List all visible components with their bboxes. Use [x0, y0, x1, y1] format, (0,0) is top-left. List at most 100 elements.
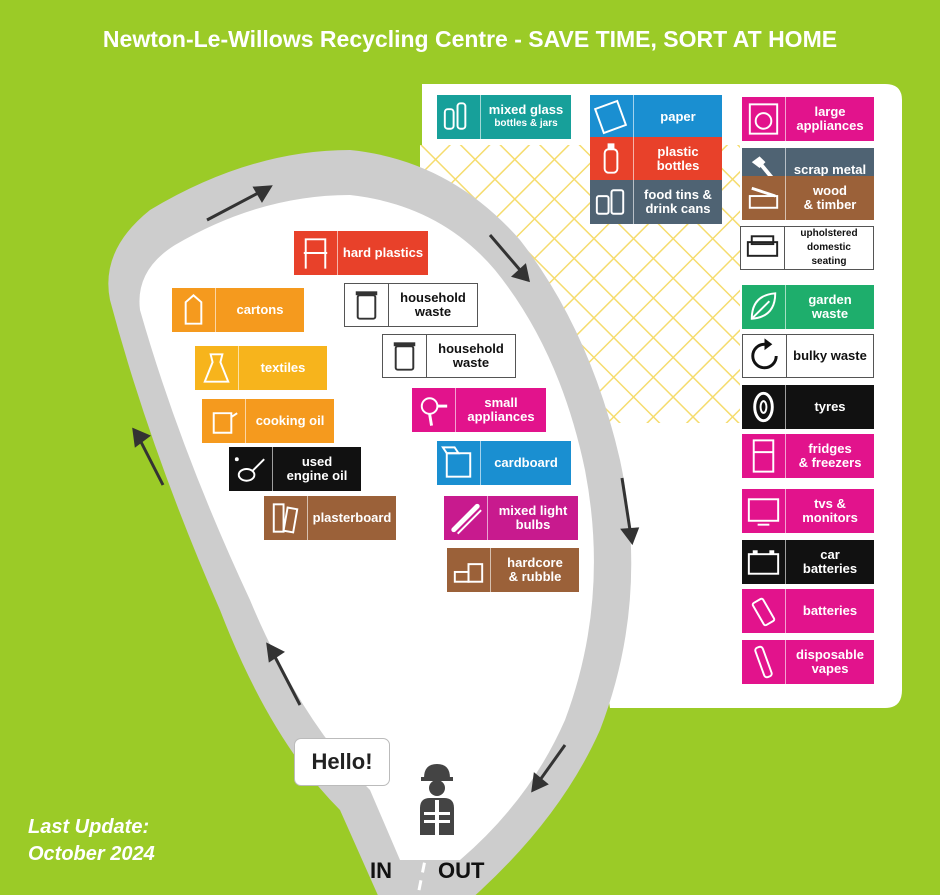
sign-label-line2: & rubble: [508, 569, 562, 584]
gate-in-label: IN: [370, 858, 392, 883]
dress-icon: [195, 346, 239, 390]
sign-label-line1: large: [814, 104, 846, 119]
sign-plastic-bottles: plastic bottles: [590, 137, 722, 181]
sign-label: cartons: [216, 303, 304, 317]
sign-label-line2: engine oil: [286, 468, 348, 483]
battery-icon: [742, 589, 786, 633]
sign-label-line2: appliances: [467, 409, 535, 424]
arrow-up-left-head: [266, 642, 285, 663]
circular-arrow-icon: [743, 334, 787, 378]
last-update-date: October 2024: [28, 843, 155, 865]
sign-label-line1: cardboard: [494, 455, 558, 470]
sign-paper: paper: [590, 95, 722, 139]
sign-label-line1: cooking oil: [255, 413, 325, 428]
sign-label-line2: waste: [414, 304, 452, 319]
oil-can-icon: [229, 447, 273, 491]
sign-label-line2: drink cans: [645, 201, 711, 216]
sign-label-line1: hardcore: [507, 555, 563, 570]
sign-hard-plastics: hard plastics: [294, 231, 428, 275]
plastic-bottle-icon: [590, 137, 634, 181]
sign-label: tvs &monitors: [786, 497, 874, 525]
sign-tvs: tvs &monitors: [742, 489, 874, 533]
chair-icon: [294, 231, 338, 275]
sign-label: plasterboard: [308, 511, 396, 525]
arrow-down-head: [620, 527, 640, 546]
sign-label: upholstered domestic seating: [785, 227, 873, 269]
sign-label-line1: hard plastics: [342, 245, 424, 260]
arrow-top: [206, 190, 261, 222]
sign-label: plastic bottles: [634, 145, 722, 173]
sign-label-line1: upholstered: [800, 228, 858, 239]
sign-plasterboard: plasterboard: [264, 496, 396, 540]
tyre-icon: [742, 385, 786, 429]
sign-label-line1: garden: [808, 292, 852, 307]
sign-cooking-oil: cooking oil: [202, 399, 334, 443]
sign-label-line2: waste: [452, 355, 490, 370]
sign-textiles: textiles: [195, 346, 327, 390]
sign-label-line1: batteries: [802, 603, 858, 618]
sign-label: wood& timber: [786, 184, 874, 212]
washing-machine-icon: [742, 97, 786, 141]
arrow-right-down-head: [510, 263, 530, 283]
oil-jug-icon: [202, 399, 246, 443]
sign-label: batteries: [786, 604, 874, 618]
sign-label: tyres: [786, 400, 874, 414]
sign-label-line1: paper: [660, 109, 696, 124]
sign-label-line1: fridges: [808, 441, 852, 456]
sign-food-tins: food tins &drink cans: [590, 180, 722, 224]
bricks-icon: [447, 548, 491, 592]
sign-label-line1: food tins &: [644, 187, 712, 202]
sign-label-line2: bulbs: [515, 517, 551, 532]
sign-label-line2: & freezers: [798, 455, 862, 470]
greeting-bubble: Hello!: [294, 738, 390, 786]
sign-label-line2: domestic seating: [807, 242, 851, 267]
sign-label: bulky waste: [787, 349, 873, 363]
car-battery-icon: [742, 540, 786, 584]
sign-label-line1: mixed light: [498, 503, 568, 518]
sign-label: textiles: [239, 361, 327, 375]
sign-label: hard plastics: [338, 246, 428, 260]
last-update: Last Update: October 2024: [28, 814, 155, 868]
sign-label: food tins &drink cans: [634, 188, 722, 216]
sign-batteries: batteries: [742, 589, 874, 633]
sign-label-line1: scrap metal: [793, 162, 867, 177]
sign-label: cardboard: [481, 456, 571, 470]
sign-label-line2: vapes: [811, 661, 849, 676]
sign-cardboard: cardboard: [437, 441, 571, 485]
sign-label-line1: disposable: [796, 647, 864, 662]
sign-label-line1: household: [438, 341, 504, 356]
bin-icon: [383, 334, 427, 378]
sign-label-line2: bottles & jars: [494, 118, 558, 129]
sign-upholstered-seating: upholstered domestic seating: [740, 226, 874, 270]
arrow-down-left: [538, 744, 567, 781]
vape-icon: [742, 640, 786, 684]
sign-label-line1: tyres: [814, 399, 846, 414]
sign-label: cooking oil: [246, 414, 334, 428]
sign-label-line1: plastic bottles: [656, 144, 700, 173]
sign-label-line1: tvs &: [814, 496, 846, 511]
sign-fridges: fridges& freezers: [742, 434, 874, 478]
arrow-down: [620, 477, 632, 531]
tv-icon: [742, 489, 786, 533]
sign-label: paper: [634, 110, 722, 124]
sign-hardcore: hardcore& rubble: [447, 548, 579, 592]
sign-bulky-waste: bulky waste: [742, 334, 874, 378]
page-title: Newton-Le-Willows Recycling Centre - SAV…: [102, 26, 838, 52]
sign-label: hardcore& rubble: [491, 556, 579, 584]
